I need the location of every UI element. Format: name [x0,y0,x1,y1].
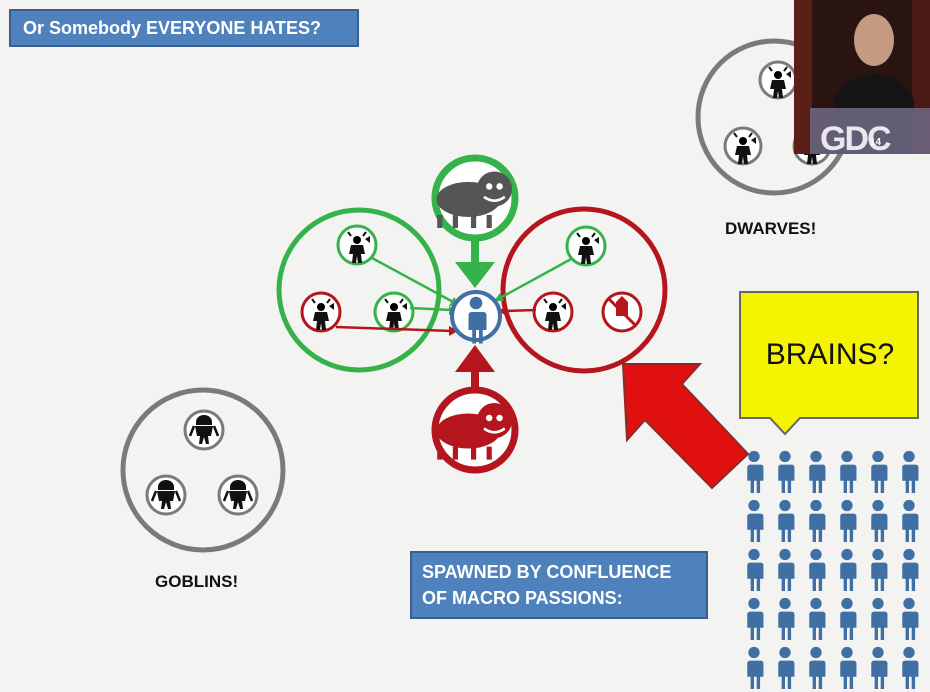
crowd-of-people [747,450,919,689]
crowd-person-icon [840,646,857,689]
dwarf-icon [723,126,763,166]
left-faction-group [276,207,442,373]
center-person-group [450,290,502,344]
goblins-circle [120,387,286,553]
viking-axe-icon [300,291,342,333]
speaker-camera-overlay [794,0,930,154]
goblin-icon [217,474,259,516]
right-faction-group [500,206,668,374]
slide-title: Or Somebody EVERYONE HATES? [9,9,359,47]
crowd-person-icon [840,499,857,542]
goblin-icon [183,409,225,451]
crowd-person-icon [902,548,919,591]
viking-axe-icon [373,291,415,333]
spawned-line-1: SPAWNED BY CONFLUENCE [422,562,672,582]
crowd-person-icon [747,450,764,493]
crowd-person-icon [871,646,888,689]
crowd-person-icon [840,548,857,591]
crowd-person-icon [809,646,826,689]
crowd-person-icon [778,450,795,493]
crowd-person-icon [809,499,826,542]
dwarves-label: DWARVES! [725,219,817,238]
speaker-video-icon [794,0,930,154]
crowd-person-icon [778,548,795,591]
forbidden-mage-icon [601,291,643,333]
spawned-line-2: OF MACRO PASSIONS: [422,588,623,608]
crowd-person-icon [902,450,919,493]
crowd-person-icon [902,499,919,542]
dwarf-icon [758,60,798,100]
crowd-person-icon [871,499,888,542]
crowd-person-icon [778,597,795,640]
crowd-person-icon [747,597,764,640]
big-red-arrow [621,363,750,490]
gdc-year: 14 [870,137,882,148]
archer-icon [565,225,607,267]
crowd-person-icon [840,450,857,493]
crowd-person-icon [809,450,826,493]
crowd-person-icon [747,646,764,689]
crowd-person-icon [747,499,764,542]
bottom-passion-group [431,345,519,474]
crowd-person-icon [902,646,919,689]
brains-speech-bubble [739,291,919,436]
left-faction-circle [276,207,442,373]
gdc-logo: GDC [820,120,892,158]
influence-arrows [335,256,574,336]
goblins-label: GOBLINS! [155,572,239,591]
goblins-group [120,387,286,553]
spawned-box: SPAWNED BY CONFLUENCE OF MACRO PASSIONS: [410,551,708,619]
viking-axe-icon [336,224,378,266]
crowd-person-icon [809,548,826,591]
crowd-person-icon [871,548,888,591]
crowd-person-icon [840,597,857,640]
crowd-person-icon [871,597,888,640]
crowd-person-icon [747,548,764,591]
top-passion-group [431,154,519,288]
crowd-person-icon [902,597,919,640]
right-faction-circle [500,206,668,374]
brains-label: BRAINS? [765,338,895,371]
crowd-person-icon [778,646,795,689]
crowd-person-icon [871,450,888,493]
crowd-person-icon [778,499,795,542]
goblin-icon [145,474,187,516]
crowd-person-icon [809,597,826,640]
archer-icon [532,291,574,333]
